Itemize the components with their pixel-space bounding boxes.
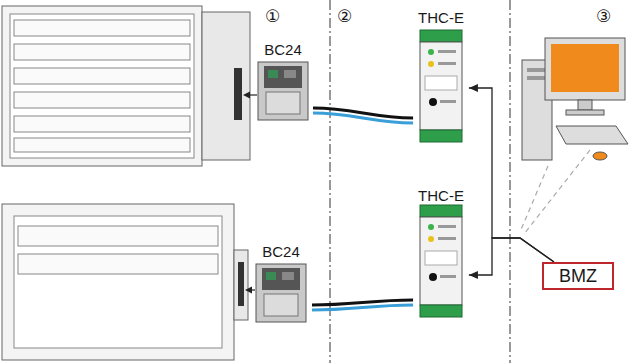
leader-arrowhead — [243, 92, 250, 99]
actuator-node: BC24 — [253, 40, 313, 122]
node-label: BC24 — [250, 242, 312, 261]
controller-node: THC-E — [413, 186, 469, 318]
cable — [312, 300, 413, 310]
fire-damper — [2, 6, 250, 166]
controller-module — [420, 205, 462, 317]
actuator-node: BC24 — [250, 242, 312, 324]
node-label: THC-E — [413, 8, 469, 27]
actuator-device — [258, 62, 308, 120]
leader-arrowhead — [245, 287, 252, 294]
node-label: BC24 — [253, 40, 313, 59]
controller-node: THC-E — [413, 8, 469, 142]
fire-damper — [2, 204, 248, 360]
callout-number: ① — [265, 6, 280, 26]
actuator-device — [256, 264, 306, 322]
connector-line — [469, 88, 554, 262]
connector-line — [312, 305, 413, 310]
node-label: BMZ — [544, 265, 612, 287]
callout-number: ② — [337, 6, 352, 26]
divider-line — [510, 0, 511, 363]
callout-number: ③ — [596, 6, 611, 26]
controller-module — [420, 30, 462, 142]
signal-arrow — [469, 88, 554, 262]
dashed-link — [524, 150, 590, 234]
alarm-panel-box: BMZ — [542, 262, 614, 290]
cable — [313, 108, 413, 123]
node-label: THC-E — [413, 186, 469, 205]
connector-line — [313, 113, 413, 123]
computer — [522, 38, 628, 160]
